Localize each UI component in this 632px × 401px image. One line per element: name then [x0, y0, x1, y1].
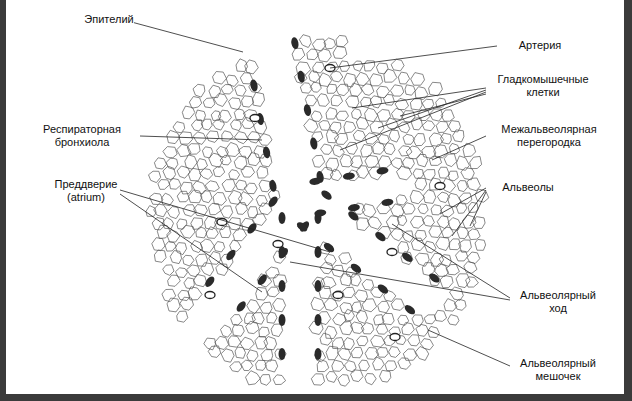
part-label: Альвеолярный мешочек [520, 357, 596, 382]
smooth-muscle-blob [347, 209, 361, 222]
smooth-muscle-blob [381, 198, 394, 207]
smooth-muscle-blob [297, 70, 306, 83]
smooth-muscle-blob [309, 177, 322, 186]
smooth-muscle-blob [203, 275, 216, 289]
smooth-muscle-blob [295, 220, 309, 233]
part-label: Альвеолярный ход [520, 289, 596, 314]
smooth-muscle-blob [256, 273, 269, 287]
part-label-box: Альвеолярный мешочек [512, 357, 604, 383]
smooth-muscle-blob [376, 166, 389, 175]
smooth-muscle-blob [315, 280, 322, 292]
part-label-box: Эпителий [64, 13, 154, 26]
part-label-box: Альвеолы [488, 181, 568, 194]
smooth-muscle-blob [279, 212, 286, 224]
smooth-muscle-blob [277, 246, 290, 260]
part-label: Артерия [519, 39, 561, 51]
part-label-box: Респираторная бронхиола [26, 123, 138, 149]
smooth-muscle-blob [235, 300, 248, 314]
smooth-muscle-blob [290, 37, 299, 50]
vessel-section [435, 183, 445, 190]
smooth-muscle-blob [224, 248, 237, 262]
smooth-muscle-blob [403, 303, 417, 316]
alveolar-walls [146, 35, 489, 387]
part-label-box: Гладкомышечные клетки [488, 73, 598, 99]
smooth-muscle-blob [303, 104, 312, 117]
part-label-box: Межальвеолярная перегородка [488, 123, 610, 149]
vessel-section [205, 292, 215, 299]
smooth-muscle-blob [342, 172, 355, 181]
smooth-muscle-blob [249, 79, 258, 92]
part-label: Гладкомышечные клетки [497, 73, 588, 98]
smooth-muscle-blob [315, 348, 322, 360]
vessel-section [387, 249, 397, 256]
part-label: Респираторная бронхиола [43, 123, 121, 148]
smooth-muscle-blob [279, 314, 286, 326]
smooth-muscle-blob [314, 209, 327, 218]
part-label: Альвеолы [502, 181, 554, 193]
part-label-box: Преддверие (atrium) [40, 178, 132, 204]
smooth-muscle-blob [376, 283, 390, 296]
smooth-muscle-blob [427, 272, 441, 285]
smooth-muscle-blob [309, 137, 318, 150]
vessel-section [333, 292, 343, 299]
part-label: Межальвеолярная перегородка [501, 123, 596, 148]
smooth-muscle-blob [400, 251, 414, 264]
smooth-muscle-blob [262, 146, 271, 159]
vessel-section [250, 115, 260, 122]
vessel-section [273, 241, 283, 248]
part-label-box: Артерия [500, 39, 580, 52]
part-label: Эпителий [84, 13, 133, 25]
vessel-section [217, 219, 227, 226]
smooth-muscle-blob [267, 195, 280, 209]
leader-lines [120, 20, 510, 366]
alveolar-mesh [146, 35, 489, 387]
smooth-muscle-blob [279, 280, 286, 292]
smooth-muscle-blob [246, 222, 259, 236]
part-label: Преддверие (atrium) [55, 178, 118, 203]
smooth-muscle-blob [315, 314, 322, 326]
smooth-muscle-blob [374, 230, 388, 243]
smooth-muscle-blob [268, 179, 277, 192]
smooth-muscle-blob [320, 189, 334, 202]
part-label-box: Альвеолярный ход [512, 289, 604, 315]
vessel-section [390, 334, 400, 341]
smooth-muscle-blob [347, 203, 360, 212]
smooth-muscle-blob [279, 348, 286, 360]
